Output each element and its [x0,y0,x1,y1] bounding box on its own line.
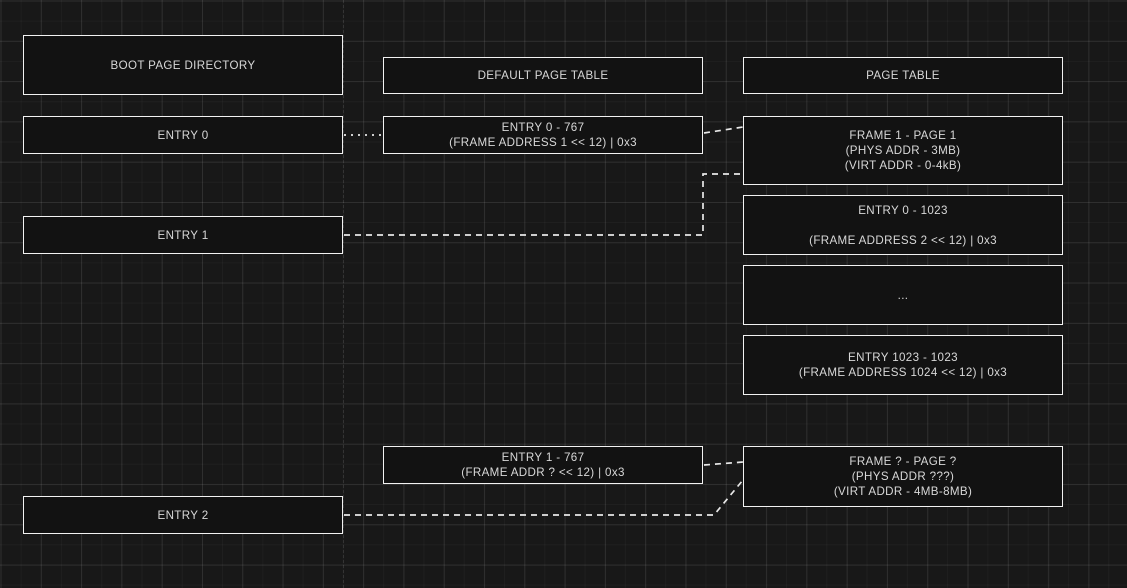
connector-entry-2-to-frame-unknown [344,479,744,516]
page-table-entry-0-1023[interactable]: ENTRY 0 - 1023 (FRAME ADDRESS 2 << 12) |… [743,195,1063,255]
page-table-entry-ellipsis-label: ... [897,288,909,302]
connector-default-entry-1-767-to-frame-unknown [703,461,744,466]
default-page-table-header-label: DEFAULT PAGE TABLE [477,69,609,82]
page-table-frame-unknown-page-unknown[interactable]: FRAME ? - PAGE ? (PHYS ADDR ???) (VIRT A… [743,446,1063,507]
boot-page-directory-entry-2[interactable]: ENTRY 2 [23,496,343,534]
boot-page-directory-entry-0[interactable]: ENTRY 0 [23,116,343,154]
boot-page-directory-entry-1-label: ENTRY 1 [157,228,209,242]
connector-default-entry-0-767-to-frame-1 [703,126,744,134]
boot-page-directory-entry-1[interactable]: ENTRY 1 [23,216,343,254]
page-table-frame-unknown-page-unknown-label: FRAME ? - PAGE ? (PHYS ADDR ???) (VIRT A… [833,455,973,498]
default-page-table-header: DEFAULT PAGE TABLE [383,57,703,94]
page-table-entry-0-1023-label: ENTRY 0 - 1023 (FRAME ADDRESS 2 << 12) |… [809,203,997,247]
boot-page-directory-header-label: BOOT PAGE DIRECTORY [110,58,256,72]
boot-page-directory-header: BOOT PAGE DIRECTORY [23,35,343,95]
page-table-entry-1023-1023[interactable]: ENTRY 1023 - 1023 (FRAME ADDRESS 1024 <<… [743,335,1063,395]
default-page-table-entry-1-767[interactable]: ENTRY 1 - 767 (FRAME ADDR ? << 12) | 0x3 [383,446,703,484]
default-page-table-entry-0-767[interactable]: ENTRY 0 - 767 (FRAME ADDRESS 1 << 12) | … [383,116,703,154]
boot-page-directory-entry-2-label: ENTRY 2 [157,508,209,522]
page-table-header: PAGE TABLE [743,57,1063,94]
boot-page-directory-entry-0-label: ENTRY 0 [157,128,209,142]
page-table-frame-1-page-1-label: FRAME 1 - PAGE 1 (PHYS ADDR - 3MB) (VIRT… [844,129,962,172]
page-table-entry-ellipsis[interactable]: ... [743,265,1063,325]
vertical-guide-line [343,0,344,588]
default-page-table-entry-1-767-label: ENTRY 1 - 767 (FRAME ADDR ? << 12) | 0x3 [461,451,625,479]
connector-entry-1-to-frame-1 [344,173,743,236]
default-page-table-entry-0-767-label: ENTRY 0 - 767 (FRAME ADDRESS 1 << 12) | … [449,121,637,149]
page-table-entry-1023-1023-label: ENTRY 1023 - 1023 (FRAME ADDRESS 1024 <<… [798,351,1008,379]
page-table-frame-1-page-1[interactable]: FRAME 1 - PAGE 1 (PHYS ADDR - 3MB) (VIRT… [743,116,1063,185]
page-table-header-label: PAGE TABLE [866,69,940,82]
